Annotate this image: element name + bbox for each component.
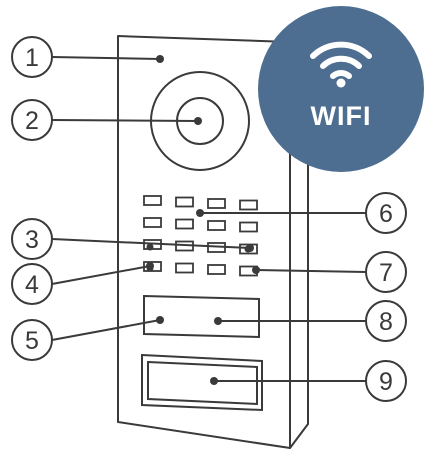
keypad-key xyxy=(175,196,194,208)
callout-leader-line xyxy=(51,56,161,60)
callout-9: 9 xyxy=(210,360,407,402)
callout-number: 1 xyxy=(25,44,39,72)
keypad-indicator-dot xyxy=(146,243,154,251)
callout-circle xyxy=(11,36,53,78)
wifi-icon-arc-inner xyxy=(330,70,352,79)
keypad-key xyxy=(207,264,226,275)
callout-7: 7 xyxy=(252,251,407,293)
callout-target-dot xyxy=(194,117,202,125)
callout-circle xyxy=(11,319,53,361)
callout-number: 3 xyxy=(25,226,39,254)
callout-target-dot xyxy=(156,316,164,324)
name-plate-inner xyxy=(147,360,258,406)
callout-leader-line xyxy=(51,319,161,341)
callout-circle xyxy=(365,192,407,234)
callout-5: 5 xyxy=(11,316,164,361)
callouts: 1 2 3 4 5 6 7 8 9 xyxy=(11,36,407,402)
callout-4: 4 xyxy=(11,262,154,305)
callout-target-dot xyxy=(196,209,204,217)
keypad-key xyxy=(239,221,258,233)
wifi-badge: WIFI xyxy=(258,6,424,172)
display-window-frame xyxy=(143,294,260,339)
display-window xyxy=(143,294,260,339)
callout-8: 8 xyxy=(214,300,407,342)
callout-target-dot xyxy=(156,55,164,63)
callout-6: 6 xyxy=(196,192,407,234)
wifi-icon xyxy=(310,41,372,79)
callout-number: 4 xyxy=(25,271,39,299)
callout-leader-line xyxy=(51,265,151,285)
callout-target-dot xyxy=(214,317,222,325)
keypad-key xyxy=(239,199,258,211)
callout-target-dot xyxy=(252,266,260,274)
callout-number: 6 xyxy=(379,200,393,228)
callout-target-dot xyxy=(246,244,254,252)
keypad-key xyxy=(175,218,194,230)
callout-circle xyxy=(11,99,53,141)
callout-1: 1 xyxy=(11,36,164,78)
callout-leader-line xyxy=(51,119,199,122)
callout-number: 9 xyxy=(379,368,393,396)
keypad-key xyxy=(207,220,226,231)
callout-circle xyxy=(11,263,53,305)
callout-target-dot xyxy=(210,377,218,385)
keypad-key xyxy=(207,198,226,209)
callout-target-dot xyxy=(146,262,154,270)
wifi-badge-circle xyxy=(258,6,424,172)
callout-circle xyxy=(11,218,53,260)
callout-circle xyxy=(365,251,407,293)
callout-leader-line xyxy=(255,269,367,273)
callout-circle xyxy=(365,360,407,402)
wifi-badge-label: WIFI xyxy=(311,101,372,131)
callout-circle xyxy=(365,300,407,342)
callout-number: 5 xyxy=(25,327,39,355)
name-plate xyxy=(141,353,263,412)
wifi-icon-arc-outer xyxy=(310,41,372,59)
callout-number: 8 xyxy=(379,308,393,336)
wifi-icon-arc-middle xyxy=(320,55,362,69)
callout-number: 7 xyxy=(379,259,393,287)
callout-2: 2 xyxy=(11,99,202,141)
callout-leader-line xyxy=(51,238,251,249)
wifi-icon-dot xyxy=(336,78,346,88)
callout-3: 3 xyxy=(11,218,254,260)
keypad-key xyxy=(175,262,194,274)
callout-number: 2 xyxy=(25,107,39,135)
keypad-key xyxy=(143,217,162,228)
keypad xyxy=(143,195,258,277)
keypad-key xyxy=(143,195,162,206)
